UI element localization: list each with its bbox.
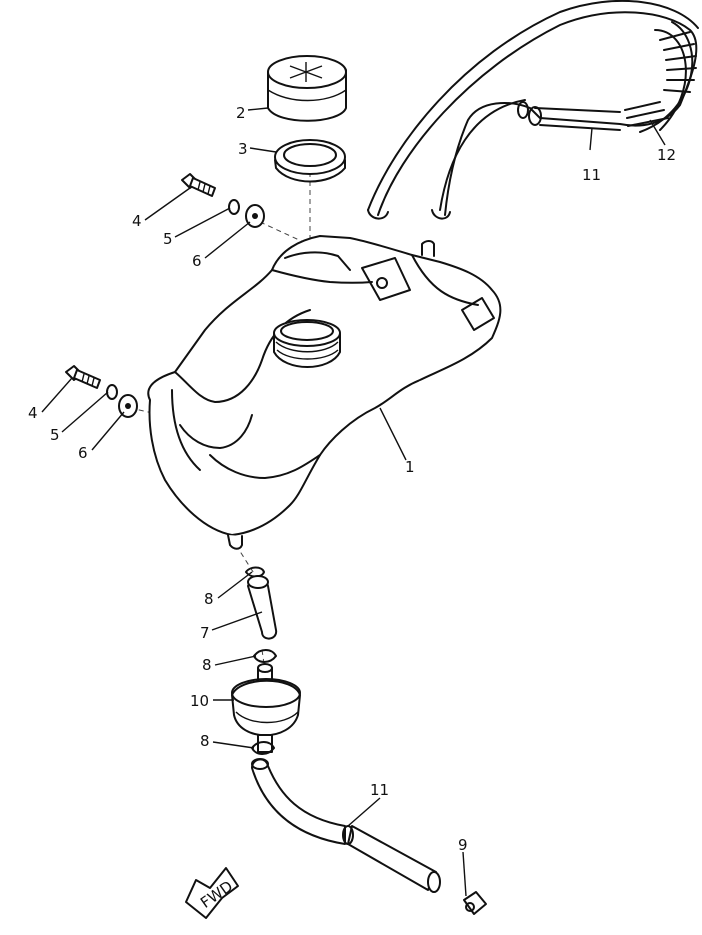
callout-5-lower: 5 — [50, 426, 60, 444]
callout-10: 10 — [190, 692, 209, 710]
washer-upper — [245, 204, 265, 228]
callout-1: 1 — [405, 458, 415, 476]
spring-protector — [624, 21, 697, 133]
fuel-hose-long — [251, 758, 441, 893]
callout-12: 12 — [657, 146, 676, 164]
hose-clip-lower — [251, 741, 275, 755]
callout-5-upper: 5 — [163, 230, 173, 248]
callout-7: 7 — [200, 624, 210, 642]
bolt-upper — [181, 173, 216, 197]
callout-11-lower: 11 — [370, 781, 389, 799]
fuel-filter — [231, 663, 301, 753]
callout-9: 9 — [458, 836, 468, 854]
bolt-lower — [65, 365, 101, 389]
hose-clip-upper — [245, 566, 265, 578]
fuel-hose-short — [247, 575, 278, 640]
callout-4-upper: 4 — [132, 212, 142, 230]
callout-8-lower: 8 — [200, 732, 210, 750]
washer-lower — [118, 394, 138, 418]
fuel-cap — [267, 55, 347, 122]
callout-2: 2 — [236, 104, 246, 122]
callout-6-upper: 6 — [192, 252, 202, 270]
hose-clamp — [463, 891, 487, 915]
callout-11-upper: 11 — [582, 166, 601, 184]
fwd-arrow: FWD — [185, 867, 239, 919]
lock-washer-upper — [228, 199, 240, 215]
callout-8-upper: 8 — [204, 590, 214, 608]
callout-4-lower: 4 — [28, 404, 38, 422]
hose-clip-middle — [253, 649, 277, 663]
breather-hose — [367, 0, 699, 220]
callouts: 2 3 4 5 6 4 5 6 1 8 7 8 10 8 11 9 11 12 — [28, 104, 676, 854]
leader-lines — [41, 107, 666, 897]
cap-gasket — [274, 139, 346, 183]
callout-8-middle: 8 — [202, 656, 212, 674]
fuel-tank — [147, 235, 502, 550]
callout-6-lower: 6 — [78, 444, 88, 462]
lock-washer-lower — [106, 384, 118, 400]
callout-3: 3 — [238, 140, 248, 158]
